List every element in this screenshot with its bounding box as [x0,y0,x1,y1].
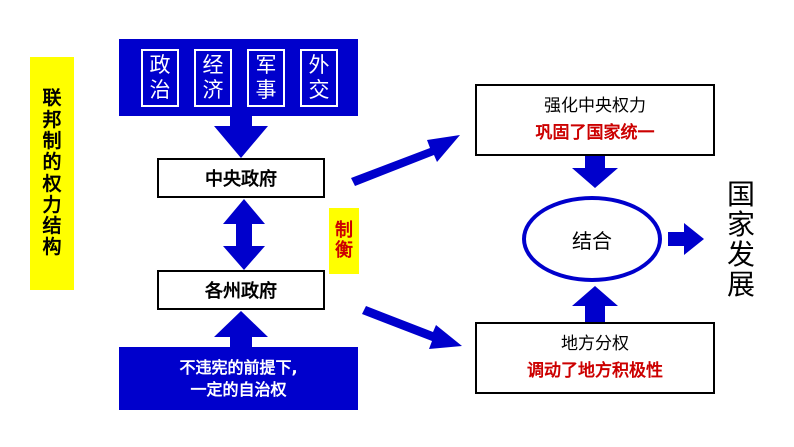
local-title: 地方分权 [561,333,629,354]
local-result: 调动了地方积极性 [527,361,663,381]
arrow-central-to-strengthen [351,135,460,186]
power-cell-economy: 经济 [194,49,232,107]
central-government-box: 中央政府 [157,158,325,198]
federal-power-structure-label: 联 邦 制 的 权 力 结 构 [30,57,74,290]
state-government-label: 各州政府 [205,281,277,302]
strengthen-central-box: 强化中央权力 巩固了国家统一 [475,84,715,156]
combine-ellipse: 结合 [522,196,662,282]
state-government-box: 各州政府 [157,270,325,310]
power-cell-diplomacy: 外交 [300,49,338,107]
arrow-strengthen-to-combine [572,156,618,188]
arrow-central-state-double [223,199,265,270]
central-government-label: 中央政府 [205,169,277,190]
power-cell-politics: 政治 [141,49,179,107]
national-development-label: 国 家 发 展 [726,178,755,301]
autonomy-line-2: 一定的自治权 [190,379,287,399]
combine-label: 结合 [572,228,612,253]
arrow-state-to-local [362,306,462,349]
strengthen-result: 巩固了国家统一 [535,123,655,143]
arrow-combine-to-development [668,223,704,255]
arrow-autonomy-to-state [214,311,268,347]
state-autonomy-panel: 不违宪的前提下, 一定的自治权 [119,347,358,410]
strengthen-title: 强化中央权力 [544,95,646,116]
checks-balances-label: 制 衡 [329,208,359,274]
central-powers-panel: 政治 经济 军事 外交 [119,39,358,116]
power-cell-military: 军事 [247,49,285,107]
arrow-local-to-combine [572,286,618,322]
arrow-powers-to-central [214,116,268,158]
autonomy-line-1: 不违宪的前提下, [179,357,298,377]
local-power-box: 地方分权 调动了地方积极性 [475,322,715,394]
